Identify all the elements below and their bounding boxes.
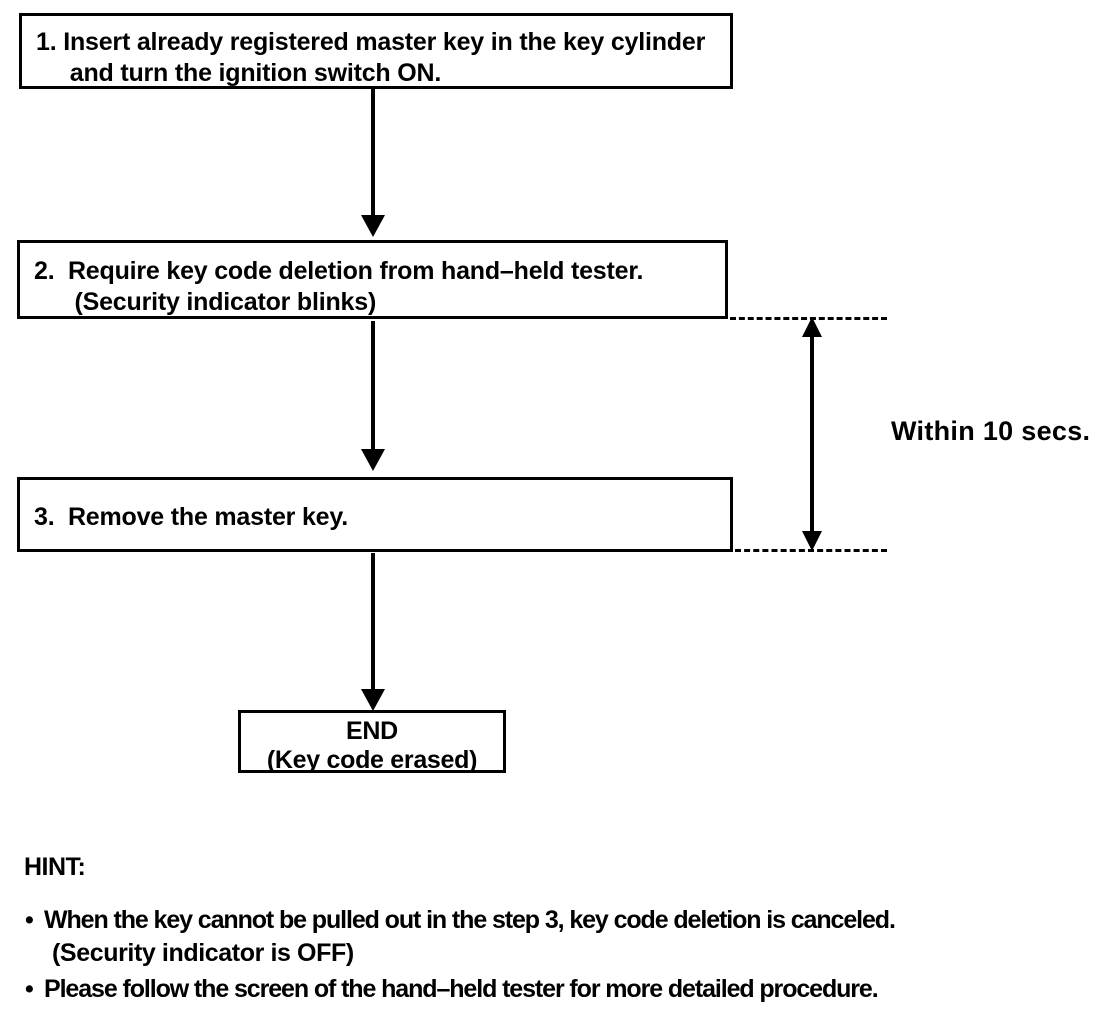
flow-box-step-3: 3. Remove the master key. [17,477,733,552]
connector-step2-to-step3-line [371,321,375,451]
hint-list-item: • Please follow the screen of the hand–h… [24,973,1096,1006]
flow-box-step-1-text: 1. Insert already registered master key … [36,28,706,87]
connector-step1-to-step2-line [371,89,375,217]
timing-label: Within 10 secs. [891,416,1091,446]
flow-box-step-3-text: 3. Remove the master key. [34,503,348,531]
timing-double-arrow-icon [800,317,824,551]
timing-arrow-shaft [810,323,814,545]
hint-item-main-text: When the key cannot be pulled out in the… [44,906,896,934]
connector-step3-to-end-line [371,553,375,691]
flow-box-end-text: END (Key code erased) [266,717,478,774]
hint-item-main-text: Please follow the screen of the hand–hel… [44,975,879,1003]
hint-block: HINT: • When the key cannot be pulled ou… [24,852,1096,1006]
hint-item-sub-text: (Security indicator is OFF) [52,939,354,967]
arrow-down-icon [802,531,822,551]
arrow-down-icon [361,449,385,471]
arrow-down-icon [361,215,385,237]
bullet-icon: • [25,906,34,934]
hint-list-item: • When the key cannot be pulled out in t… [24,904,1096,970]
hint-title: HINT: [24,853,86,881]
flow-box-step-2: 2. Require key code deletion from hand–h… [17,240,728,319]
arrow-down-icon [361,689,385,711]
flow-box-end: END (Key code erased) [238,710,506,774]
flow-box-step-2-text: 2. Require key code deletion from hand–h… [34,257,644,316]
bullet-icon: • [25,975,34,1003]
flow-box-step-1: 1. Insert already registered master key … [19,13,733,89]
